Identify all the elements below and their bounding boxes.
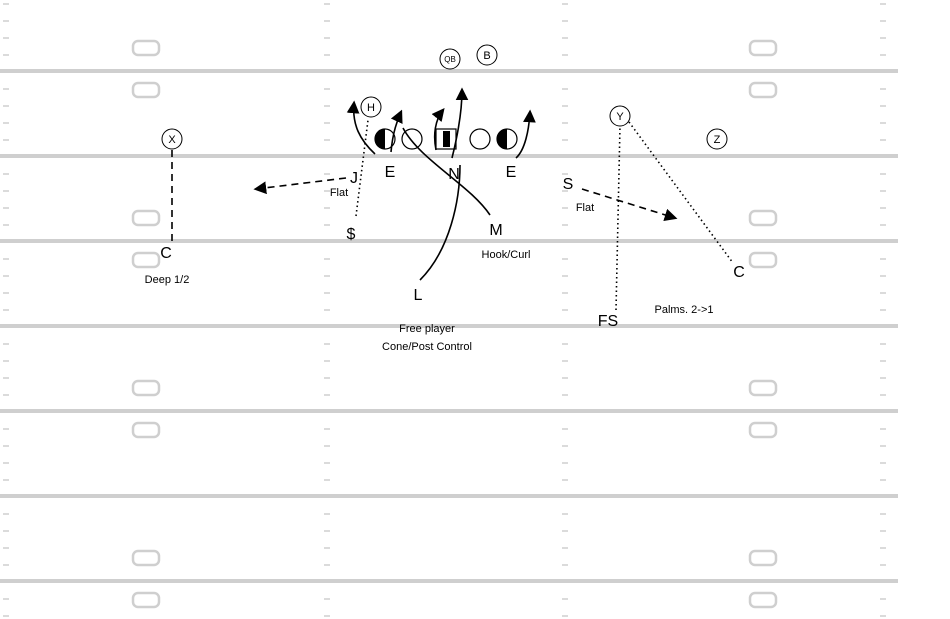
player-qb-label: QB: [444, 55, 456, 64]
defender-fs: FS: [598, 313, 618, 330]
route-tackle-left-arrow: [390, 109, 403, 153]
defender-s: S: [563, 176, 574, 193]
route-guard-arrow: [431, 108, 445, 151]
route-fs: [615, 125, 621, 311]
assignment-notes: Flat Flat Hook/Curl Deep 1/2 Palms. 2->1…: [145, 187, 714, 353]
route-dollar: [355, 119, 369, 217]
player-b: B: [476, 44, 498, 66]
player-h: H: [360, 96, 382, 118]
note-flat-left: Flat: [330, 187, 348, 199]
route-l: [419, 164, 461, 281]
player-x: X: [161, 128, 183, 150]
defender-c-left: C: [160, 245, 172, 262]
offense-routes: [346, 87, 536, 159]
defender-c-right: C: [733, 264, 745, 281]
route-m: [402, 127, 491, 216]
defender-e-right: E: [506, 164, 517, 181]
defender-n: N: [448, 166, 460, 183]
route-s-flat: [581, 188, 678, 222]
yard-number-markers: [131, 39, 778, 609]
player-b-label: B: [483, 50, 490, 62]
defender-e-left: E: [385, 164, 396, 181]
yard-lines: [0, 69, 898, 583]
note-free-player: Free player: [399, 323, 455, 335]
hash-marks: [3, 3, 886, 617]
defense-labels: J E N E M L $ S C C FS: [160, 164, 745, 330]
defender-dollar: $: [347, 226, 356, 243]
note-cone-post: Cone/Post Control: [382, 341, 472, 353]
player-x-label: X: [168, 134, 176, 146]
guard-right: [469, 128, 491, 150]
defender-j: J: [350, 170, 358, 187]
defender-l: L: [414, 287, 423, 304]
player-h-label: H: [367, 102, 375, 114]
note-flat-right: Flat: [576, 202, 594, 214]
center: [435, 128, 457, 150]
tackle-left: [374, 128, 396, 150]
note-palms: Palms. 2->1: [655, 304, 714, 316]
route-qb-arrow: [451, 87, 469, 159]
defense-routes: [171, 119, 734, 311]
player-y: Y: [609, 105, 631, 127]
tackle-right: [496, 128, 518, 150]
note-deep-half: Deep 1/2: [145, 274, 190, 286]
player-qb: QB: [439, 48, 461, 70]
note-hook-curl: Hook/Curl: [482, 249, 531, 261]
player-z: Z: [706, 128, 728, 150]
route-tackle-right-arrow: [515, 109, 536, 159]
player-y-label: Y: [616, 111, 624, 123]
offensive-line: [374, 128, 518, 150]
defender-m: M: [489, 222, 502, 239]
player-z-label: Z: [714, 134, 721, 146]
route-j-flat: [253, 177, 347, 195]
route-h-arrow: [346, 100, 376, 155]
